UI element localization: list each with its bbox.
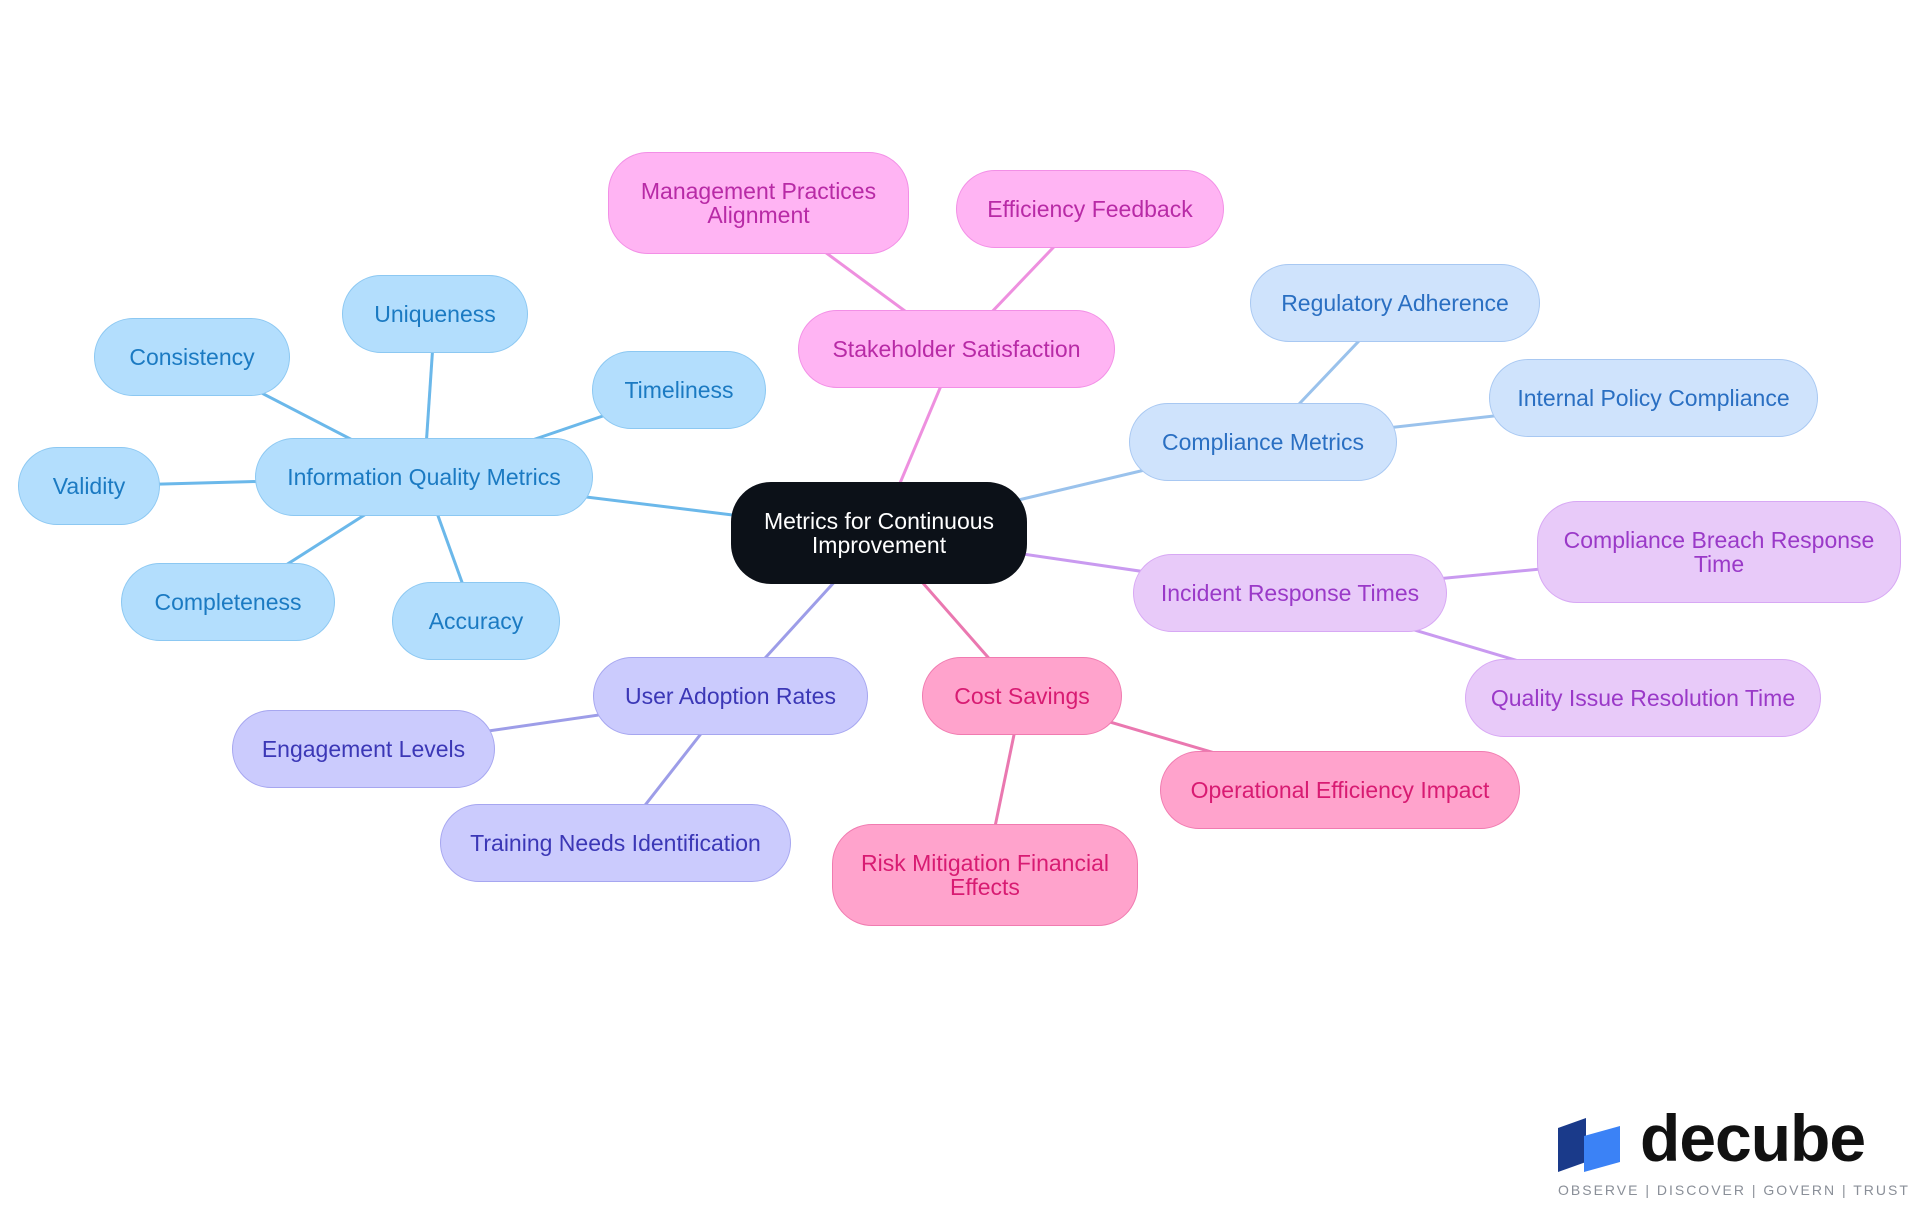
decube-logo: decube OBSERVE | DISCOVER | GOVERN | TRU… xyxy=(1556,1101,1908,1204)
node-ua: User Adoption Rates xyxy=(593,657,868,735)
node-iq-timeliness: Timeliness xyxy=(592,351,766,429)
node-iq-validity: Validity xyxy=(18,447,160,525)
node-iq-completeness: Completeness xyxy=(121,563,335,641)
decube-logo-icon xyxy=(1558,1118,1620,1172)
node-iq-uniqueness: Uniqueness xyxy=(342,275,528,353)
node-cs-operational: Operational Efficiency Impact xyxy=(1160,751,1520,829)
node-ua-training: Training Needs Identification xyxy=(440,804,791,882)
node-cs-risk: Risk Mitigation Financial Effects xyxy=(832,824,1138,926)
node-iq-accuracy: Accuracy xyxy=(392,582,560,660)
logo-wordmark: decube xyxy=(1640,1101,1866,1175)
node-cm: Compliance Metrics xyxy=(1129,403,1397,481)
node-iq: Information Quality Metrics xyxy=(255,438,593,516)
node-ir: Incident Response Times xyxy=(1133,554,1447,632)
node-ir-breach: Compliance Breach Response Time xyxy=(1537,501,1901,603)
node-cm-regulatory: Regulatory Adherence xyxy=(1250,264,1540,342)
node-sh-efficiency: Efficiency Feedback xyxy=(956,170,1224,248)
node-sh-management: Management Practices Alignment xyxy=(608,152,909,254)
node-root: Metrics for Continuous Improvement xyxy=(731,482,1027,584)
node-cs: Cost Savings xyxy=(922,657,1122,735)
node-iq-consistency: Consistency xyxy=(94,318,290,396)
node-ir-quality: Quality Issue Resolution Time xyxy=(1465,659,1821,737)
logo-tagline: OBSERVE | DISCOVER | GOVERN | TRUST xyxy=(1558,1182,1910,1198)
node-cm-internal: Internal Policy Compliance xyxy=(1489,359,1818,437)
node-ua-engagement: Engagement Levels xyxy=(232,710,495,788)
node-sh: Stakeholder Satisfaction xyxy=(798,310,1115,388)
